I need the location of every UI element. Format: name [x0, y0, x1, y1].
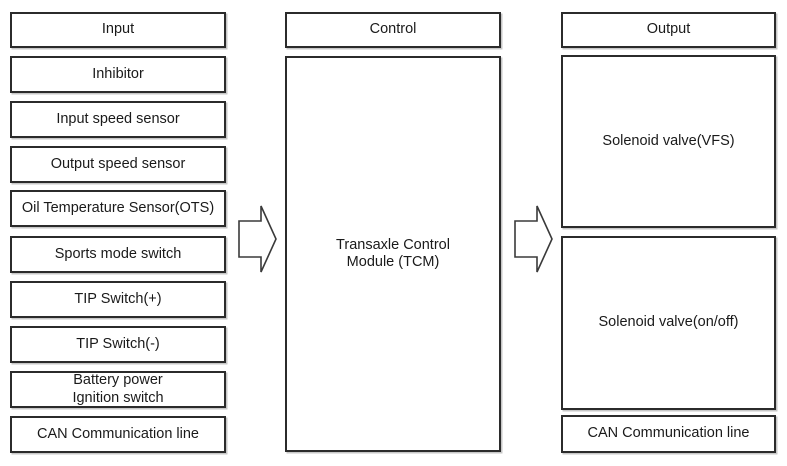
input-item-input-speed-sensor: Input speed sensor — [10, 101, 226, 138]
input-item-output-speed-sensor: Output speed sensor — [10, 146, 226, 183]
flow-arrow-control-to-output-icon — [514, 204, 554, 274]
flow-arrow-input-to-control-icon — [238, 204, 278, 274]
input-item-tip-switch-plus: TIP Switch(+) — [10, 281, 226, 318]
transaxle-control-module-box: Transaxle Control Module (TCM) — [285, 56, 501, 452]
input-item-can-communication-line: CAN Communication line — [10, 416, 226, 453]
input-item-sports-mode-switch: Sports mode switch — [10, 236, 226, 273]
output-item-can-communication-line: CAN Communication line — [561, 415, 776, 453]
input-item-inhibitor: Inhibitor — [10, 56, 226, 93]
output-item-solenoid-valve-on-off: Solenoid valve(on/off) — [561, 236, 776, 410]
control-column-header: Control — [285, 12, 501, 48]
output-item-solenoid-valve-vfs: Solenoid valve(VFS) — [561, 55, 776, 228]
input-item-oil-temperature-sensor: Oil Temperature Sensor(OTS) — [10, 190, 226, 227]
input-item-battery-power-ignition-switch: Battery power Ignition switch — [10, 371, 226, 408]
input-column-header: Input — [10, 12, 226, 48]
output-column-header: Output — [561, 12, 776, 48]
input-item-tip-switch-minus: TIP Switch(-) — [10, 326, 226, 363]
